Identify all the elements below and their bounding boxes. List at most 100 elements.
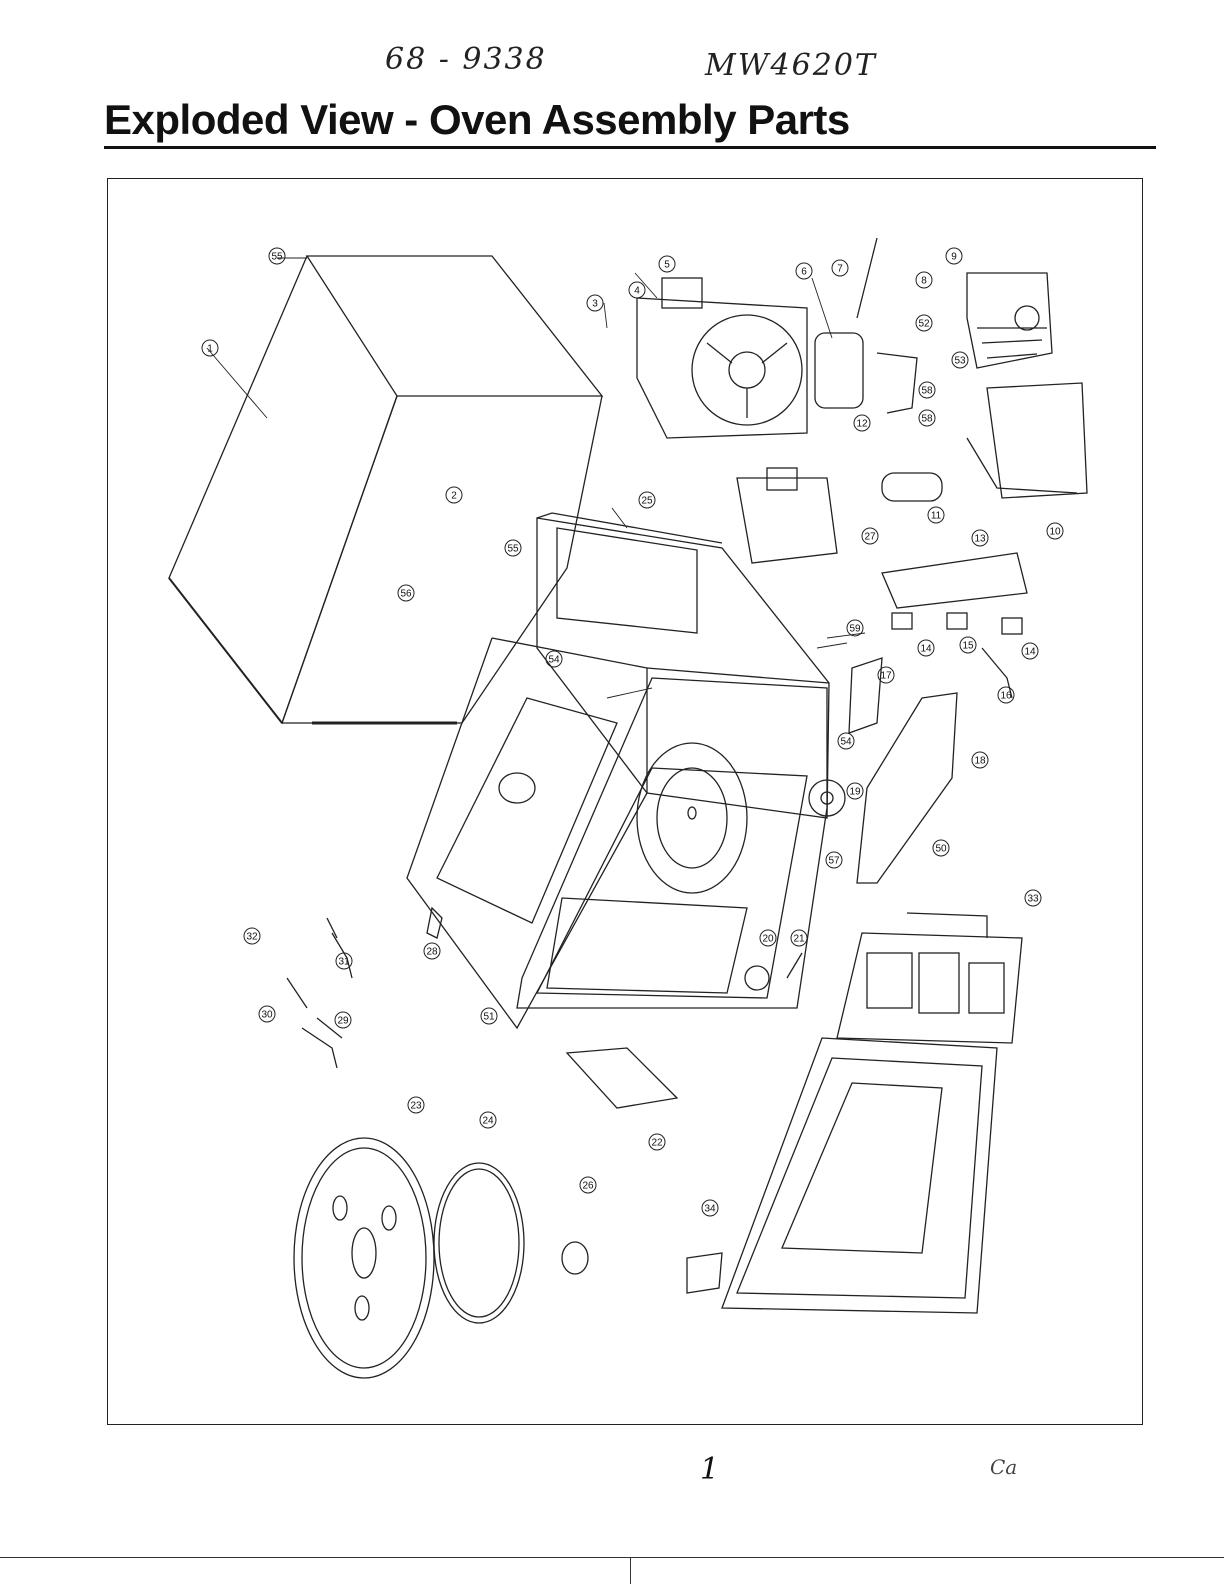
part-transformer xyxy=(736,467,838,564)
callout-label: 25 xyxy=(638,491,656,509)
svg-text:50: 50 xyxy=(935,844,947,855)
svg-text:29: 29 xyxy=(337,1016,349,1027)
callout-label: 23 xyxy=(407,1096,425,1114)
svg-text:55: 55 xyxy=(271,252,283,263)
svg-text:25: 25 xyxy=(641,496,653,507)
svg-text:7: 7 xyxy=(837,264,843,275)
callout-label: 13 xyxy=(971,529,989,547)
callout-label: 10 xyxy=(1046,522,1064,540)
callout-label: 15 xyxy=(959,636,977,654)
callout-label: 55 xyxy=(268,247,286,265)
svg-text:59: 59 xyxy=(849,624,861,635)
svg-text:30: 30 xyxy=(261,1010,273,1021)
part-magnetron xyxy=(881,382,1088,502)
svg-text:24: 24 xyxy=(482,1116,494,1127)
svg-text:27: 27 xyxy=(864,532,876,543)
part-panel-board xyxy=(836,912,1023,1044)
callout-label: 34 xyxy=(701,1199,719,1217)
svg-text:5: 5 xyxy=(664,260,670,271)
svg-text:31: 31 xyxy=(338,957,350,968)
callout-label: 16 xyxy=(997,686,1015,704)
svg-text:58: 58 xyxy=(921,414,933,425)
callout-label: 55 xyxy=(504,539,522,557)
handwritten-corner-note: Ca xyxy=(990,1455,1018,1479)
callout-label: 31 xyxy=(335,952,353,970)
handwritten-page-mark: 1 xyxy=(700,1452,720,1487)
callout-label: 14 xyxy=(1021,642,1039,660)
svg-text:3: 3 xyxy=(592,299,598,310)
callout-label: 57 xyxy=(825,851,843,869)
svg-text:58: 58 xyxy=(921,386,933,397)
callout-label: 24 xyxy=(479,1111,497,1129)
svg-text:10: 10 xyxy=(1049,527,1061,538)
svg-text:28: 28 xyxy=(426,947,438,958)
callout-label: 32 xyxy=(243,927,261,945)
callout-label: 58 xyxy=(918,381,936,399)
svg-text:1: 1 xyxy=(207,344,213,355)
part-coupler xyxy=(561,1241,589,1275)
part-hv-transformer xyxy=(966,272,1053,369)
callout-label: 29 xyxy=(334,1011,352,1029)
part-oven-cavity xyxy=(406,512,830,1030)
callout-label: 11 xyxy=(927,506,945,524)
part-turntable-tray xyxy=(293,1137,435,1379)
svg-text:4: 4 xyxy=(634,286,640,297)
part-cabinet-cover xyxy=(168,255,604,725)
svg-text:18: 18 xyxy=(974,756,986,767)
title-underline xyxy=(104,146,1156,149)
svg-text:34: 34 xyxy=(704,1204,716,1215)
part-control-panel xyxy=(848,657,958,884)
svg-text:21: 21 xyxy=(793,934,805,945)
callout-label: 3 xyxy=(586,294,604,312)
part-fan-motor xyxy=(636,277,808,439)
part-roller xyxy=(744,952,803,991)
svg-text:11: 11 xyxy=(931,511,942,522)
svg-text:32: 32 xyxy=(246,932,258,943)
svg-text:33: 33 xyxy=(1027,894,1039,905)
part-turntable-motor xyxy=(808,779,846,817)
svg-text:26: 26 xyxy=(582,1181,594,1192)
footer-divider xyxy=(630,1557,631,1584)
callout-label: 19 xyxy=(846,782,864,800)
svg-text:16: 16 xyxy=(1000,691,1012,702)
svg-text:55: 55 xyxy=(507,544,519,555)
diagram-frame xyxy=(107,178,1143,1425)
callout-label: 7 xyxy=(831,259,849,277)
svg-text:15: 15 xyxy=(962,641,974,652)
callout-label: 54 xyxy=(545,650,563,668)
callout-label: 56 xyxy=(397,584,415,602)
callout-label: 51 xyxy=(480,1007,498,1025)
callout-label: 1 xyxy=(201,339,219,357)
page-title: Exploded View - Oven Assembly Parts xyxy=(104,96,850,143)
part-front-frame xyxy=(516,677,828,1009)
callout-label: 50 xyxy=(932,839,950,857)
callout-label: 14 xyxy=(917,639,935,657)
callout-label: 5 xyxy=(658,255,676,273)
footer-rule xyxy=(0,1557,1224,1558)
callout-label: 6 xyxy=(795,262,813,280)
callout-label: 9 xyxy=(945,247,963,265)
callout-label: 30 xyxy=(258,1005,276,1023)
svg-text:8: 8 xyxy=(921,276,927,287)
leader-lines xyxy=(206,257,866,699)
exploded-view-drawing: 1 2 3 4 5 6 7 8 9 10 11 12 13 14 15 14 1… xyxy=(168,237,1088,1379)
callout-label: 21 xyxy=(790,929,808,947)
part-control-bracket xyxy=(881,552,1028,699)
svg-text:20: 20 xyxy=(762,934,774,945)
svg-text:9: 9 xyxy=(951,252,957,263)
callout-label: 2 xyxy=(445,486,463,504)
callout-label: 28 xyxy=(423,942,441,960)
callout-label: 52 xyxy=(915,314,933,332)
callout-label: 53 xyxy=(951,351,969,369)
callout-label: 26 xyxy=(579,1176,597,1194)
callout-label: 4 xyxy=(628,281,646,299)
svg-text:56: 56 xyxy=(400,589,412,600)
svg-text:23: 23 xyxy=(410,1101,422,1112)
svg-text:54: 54 xyxy=(548,655,560,666)
svg-text:53: 53 xyxy=(954,356,966,367)
callout-label: 20 xyxy=(759,929,777,947)
part-door xyxy=(686,1037,998,1314)
svg-text:13: 13 xyxy=(974,534,986,545)
handwritten-part-number: 68 - 9338 xyxy=(385,42,547,77)
handwritten-model-number: MW4620T xyxy=(705,48,877,83)
